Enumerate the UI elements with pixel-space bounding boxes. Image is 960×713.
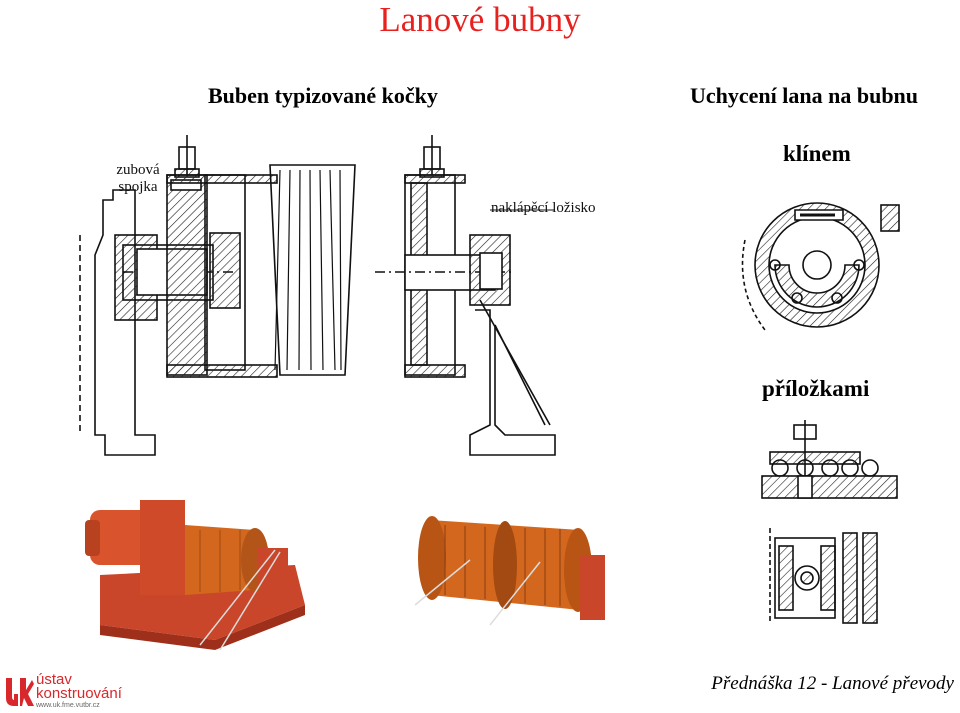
logo-url: www.uk.fme.vutbr.cz xyxy=(36,702,100,709)
uk-logo-icon xyxy=(6,678,34,706)
lecture-footer: Přednáška 12 - Lanové převody xyxy=(711,673,954,694)
logo-line2: konstruování xyxy=(36,685,122,702)
gear-coupling-label: zubová spojka xyxy=(116,162,160,195)
drum-section-heading: Buben typizované kočky xyxy=(208,83,438,108)
logo-line1: ústav xyxy=(36,671,72,688)
drum-cross-section-drawing xyxy=(79,135,556,456)
wedge-attachment-drawing xyxy=(741,202,900,331)
bearing-label: naklápěcí ložisko xyxy=(491,200,596,216)
page-title: Lanové bubny xyxy=(379,0,581,39)
clamp-plates-top-drawing xyxy=(761,420,898,499)
winch-photo xyxy=(85,500,305,650)
plates-label: příložkami xyxy=(762,376,870,401)
clamp-plates-bottom-drawing xyxy=(769,528,878,624)
rope-attachment-heading: Uchycení lana na bubnu xyxy=(690,83,919,108)
institute-logo[interactable]: ústav konstruování www.uk.fme.vutbr.cz xyxy=(4,672,164,712)
rope-drum-photo xyxy=(410,500,610,630)
wedge-label: klínem xyxy=(783,141,851,166)
